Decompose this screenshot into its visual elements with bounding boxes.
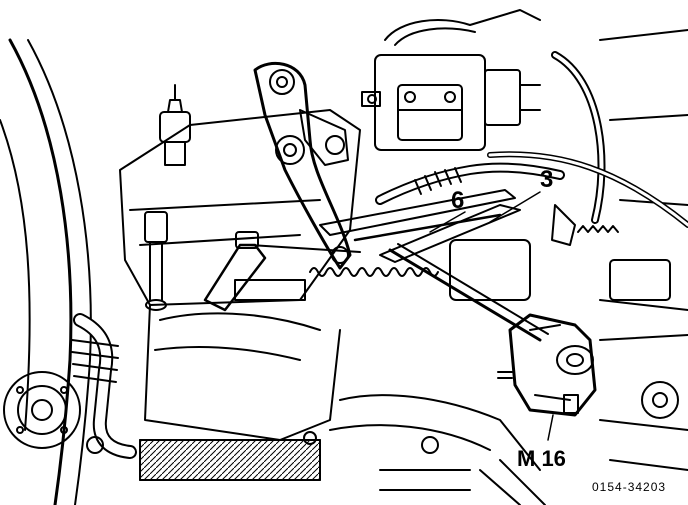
right-side-components bbox=[449, 29, 688, 419]
tension-spring bbox=[309, 267, 439, 277]
wiring-harness bbox=[375, 162, 565, 205]
lower-left-flange bbox=[3, 371, 81, 449]
dipstick-tube bbox=[144, 211, 168, 311]
line-art bbox=[0, 9, 688, 505]
lower-frame bbox=[86, 394, 688, 505]
figure-number: 0154-34203 bbox=[592, 480, 667, 494]
leader-lines bbox=[429, 191, 554, 441]
callout-3: 3 bbox=[540, 166, 554, 193]
callout-m16: M 16 bbox=[517, 446, 566, 471]
throttle-lever bbox=[253, 61, 352, 270]
top-left-sensor bbox=[159, 84, 191, 166]
actuator-m16 bbox=[497, 313, 597, 417]
injection-pump bbox=[361, 9, 541, 151]
linkage-rods bbox=[249, 189, 549, 342]
callout-6: 6 bbox=[451, 187, 465, 214]
engine-block bbox=[119, 109, 361, 481]
bellcrank-lever bbox=[203, 231, 306, 312]
lower-hose bbox=[71, 313, 137, 459]
